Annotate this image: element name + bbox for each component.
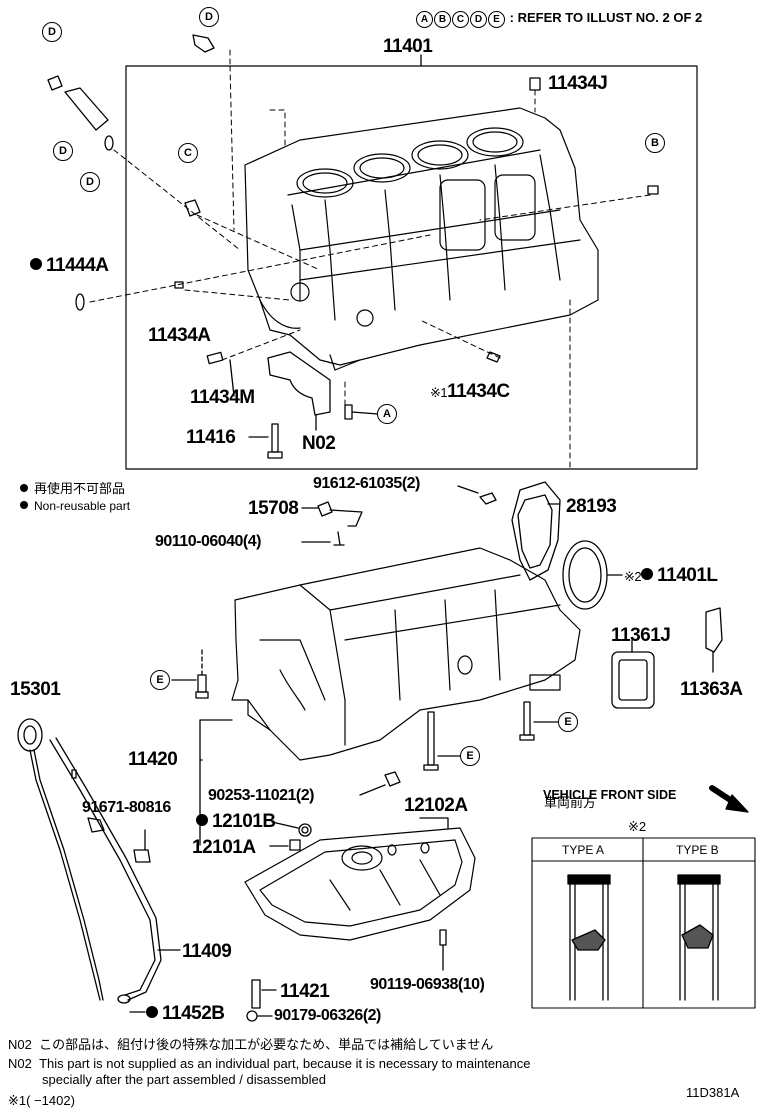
dipstick-drawing — [17, 718, 104, 1001]
seal-type-table-frame — [531, 837, 756, 1009]
note-n02-en-cont: specially after the part assembled / dis… — [42, 1072, 326, 1087]
part-label-11409[interactable]: 11409 — [182, 941, 232, 962]
part-label-11421[interactable]: 11421 — [280, 981, 330, 1002]
legend-non-reusable-jp: 再使用不可部品 — [20, 481, 125, 496]
callout-d-left-mid[interactable]: D — [53, 141, 73, 161]
part-label-15301[interactable]: 15301 — [10, 679, 61, 700]
non-reusable-dot-icon — [20, 484, 28, 492]
dipstick-guide-drawing — [49, 737, 162, 1004]
callout-d-left-low[interactable]: D — [80, 172, 100, 192]
ref-text: : REFER TO ILLUST NO. 2 OF 2 — [509, 10, 703, 25]
vehicle-front-arrow-icon — [710, 786, 750, 816]
oil-pan-drawing — [244, 827, 476, 941]
crankcase-drawing — [231, 547, 581, 761]
ref-circle-e: E — [488, 11, 505, 28]
non-reusable-dot-icon — [30, 258, 42, 270]
part-label-90179-06326[interactable]: 90179-06326(2) — [274, 1007, 381, 1024]
non-reusable-dot-icon — [20, 501, 28, 509]
cylinder-block-boundary-box — [125, 65, 698, 470]
callout-e-left[interactable]: E — [150, 670, 170, 690]
part-label-11361j[interactable]: 11361J — [611, 625, 671, 646]
part-label-11434c[interactable]: ※111434C — [430, 381, 510, 402]
callout-c[interactable]: C — [178, 143, 198, 163]
ref-circle-a: A — [416, 11, 433, 28]
vehicle-front-en: VEHICLE FRONT SIDE — [543, 788, 677, 802]
non-reusable-dot-icon — [196, 814, 208, 826]
part-label-12101a[interactable]: 12101A — [192, 837, 256, 858]
type-b-header: TYPE B — [676, 843, 719, 857]
callout-d-top[interactable]: D — [199, 7, 219, 27]
gasket-11361j-drawing — [611, 651, 655, 709]
part-label-91612-61035[interactable]: 91612-61035(2) — [313, 475, 420, 492]
non-reusable-dot-icon — [641, 568, 654, 580]
callout-d-left-top[interactable]: D — [42, 22, 62, 42]
part-label-11363a[interactable]: 11363A — [680, 679, 743, 700]
vehicle-front-jp: 車両前方 — [544, 795, 597, 810]
callout-b[interactable]: B — [645, 133, 665, 153]
type-b-seal-section — [677, 874, 721, 1001]
bracket-11363a-drawing — [705, 607, 723, 653]
part-label-91671-80816[interactable]: 91671-80816 — [82, 799, 171, 816]
part-label-11434m[interactable]: 11434M — [190, 387, 255, 408]
note-n02-en: N02 This part is not supplied as an indi… — [8, 1056, 531, 1071]
part-label-28193[interactable]: 28193 — [566, 496, 617, 517]
callout-e-mid[interactable]: E — [460, 746, 480, 766]
note2-mark: ※2 — [624, 569, 642, 584]
type-table-mark: ※2 — [628, 819, 647, 834]
ref-circle-c: C — [452, 11, 469, 28]
part-label-15708[interactable]: 15708 — [248, 498, 299, 519]
part-label-11401[interactable]: 11401 — [383, 36, 433, 57]
part-label-11434j[interactable]: 11434J — [548, 73, 608, 94]
part-label-12102a[interactable]: 12102A — [404, 795, 468, 816]
legend-non-reusable-en: Non-reusable part — [20, 499, 130, 513]
illustration-code: 11D381A — [686, 1085, 740, 1100]
note-1-applicability: ※1( −1402) — [8, 1093, 75, 1108]
note1-mark: ※1 — [430, 385, 448, 400]
non-reusable-dot-icon — [146, 1006, 158, 1018]
bearing-cap-drawing — [267, 351, 331, 416]
callout-a[interactable]: A — [377, 404, 397, 424]
callout-e-right[interactable]: E — [558, 712, 578, 732]
part-label-11420[interactable]: 11420 — [128, 749, 178, 770]
type-a-header: TYPE A — [562, 843, 605, 857]
part-label-90119-06938[interactable]: 90119-06938(10) — [370, 976, 485, 993]
ref-circle-d: D — [470, 11, 487, 28]
part-label-90253-11021[interactable]: 90253-11021(2) — [208, 787, 314, 804]
ref-circle-b: B — [434, 11, 451, 28]
part-label-11452b[interactable]: 11452B — [146, 1004, 225, 1023]
part-label-n02[interactable]: N02 — [302, 433, 336, 454]
note-n02-jp: N02 この部品は、組付け後の特殊な加工が必要なため、単品では補給していません — [8, 1037, 494, 1052]
part-label-11444a[interactable]: 11444A — [30, 256, 109, 275]
gasket-28193-drawing — [511, 481, 561, 581]
part-label-11434a[interactable]: 11434A — [148, 325, 211, 346]
part-label-11416[interactable]: 11416 — [186, 427, 236, 448]
type-a-seal-section — [567, 874, 611, 1001]
cylinder-block-drawing — [244, 107, 599, 371]
part-label-90110-06040[interactable]: 90110-06040(4) — [155, 533, 261, 550]
part-label-12101b[interactable]: 12101B — [196, 812, 276, 831]
